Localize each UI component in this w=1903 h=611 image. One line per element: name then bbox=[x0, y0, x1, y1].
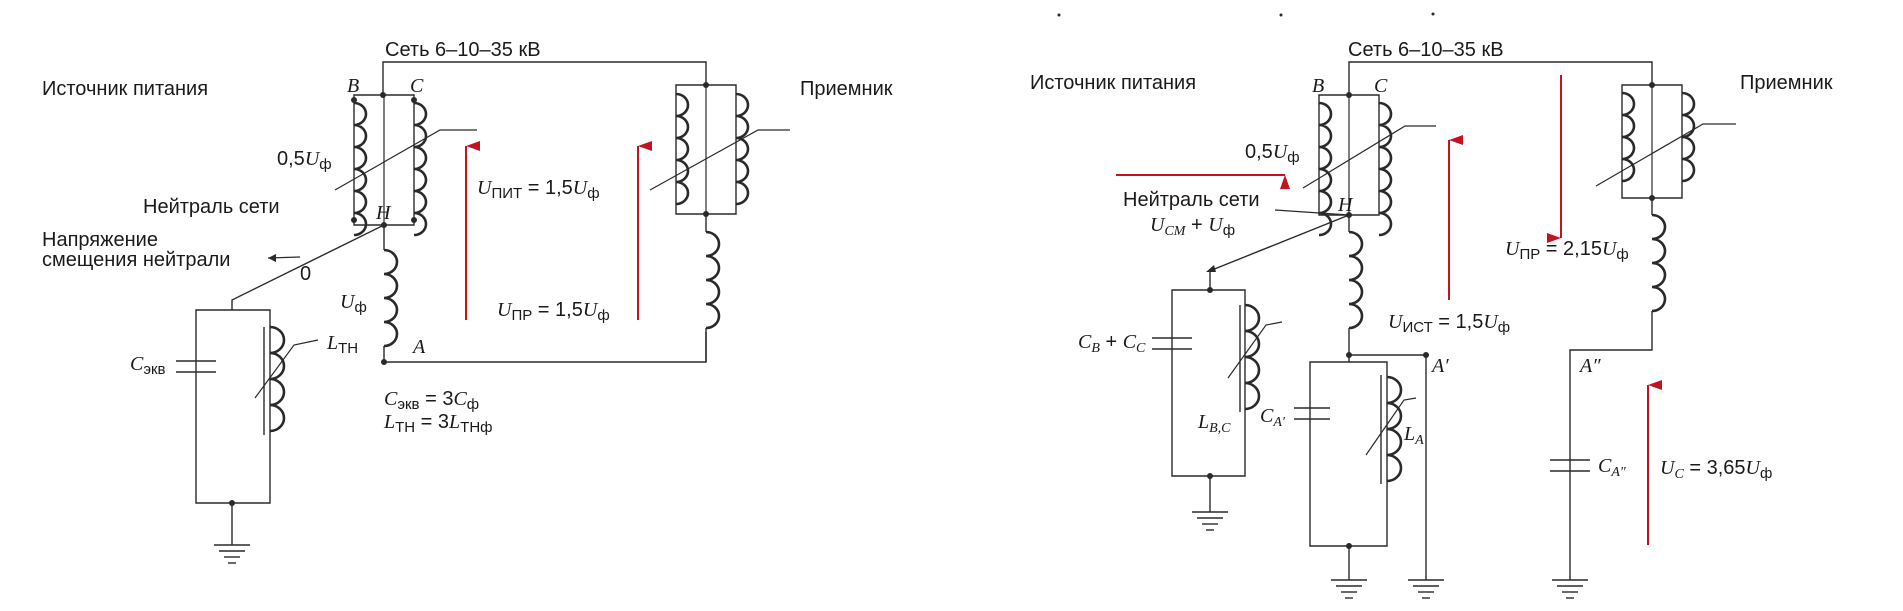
left-receiver-coil-1 bbox=[675, 92, 690, 206]
left-source-frame bbox=[353, 94, 415, 226]
left-neutral-line bbox=[231, 224, 385, 310]
right-receiver-frame bbox=[1621, 84, 1683, 199]
left-l-tn-coil bbox=[269, 325, 286, 433]
right-l-bc-coil bbox=[1244, 303, 1261, 411]
left-formula-2: LТН = 3LТНф bbox=[383, 411, 493, 436]
right-receiver-phase-coil bbox=[1651, 213, 1667, 313]
left-receiver-frame bbox=[675, 84, 737, 215]
left-neutral-h: H bbox=[375, 202, 392, 224]
right-half-uf: 0,5Uф bbox=[1245, 141, 1300, 166]
left-receiver-phase-coil bbox=[705, 230, 721, 330]
right-a-dprime-line bbox=[1569, 311, 1653, 580]
right-neutral-line bbox=[1211, 214, 1350, 271]
left-phase-b: B bbox=[347, 75, 359, 97]
left-l-tn: LТН bbox=[326, 332, 358, 357]
left-equiv-branch bbox=[195, 309, 271, 504]
right-a-dprime: A″ bbox=[1578, 355, 1601, 377]
right-u-ist: UИСТ = 1,5Uф bbox=[1388, 311, 1510, 336]
right-source-coil-c bbox=[1378, 101, 1393, 237]
right-a-prime-branch bbox=[1309, 355, 1388, 547]
right-bc-branch bbox=[1171, 289, 1246, 477]
right-c-a2: CA″ bbox=[1598, 455, 1626, 480]
left-half-uf: 0,5Uф bbox=[277, 148, 332, 173]
left-u-pr: UПР = 1,5Uф bbox=[497, 299, 610, 324]
left-phase-a: A bbox=[411, 336, 426, 358]
left-zero: 0 bbox=[300, 263, 311, 285]
right-neutral-network: Нейтраль сети bbox=[1123, 189, 1260, 211]
left-c-ekv: Cэкв bbox=[130, 353, 166, 378]
right-source-phase-a-coil bbox=[1348, 230, 1364, 330]
left-phase-c: C bbox=[410, 75, 424, 97]
right-source-frame bbox=[1318, 94, 1380, 216]
left-offset-voltage-1: Напряжение bbox=[42, 229, 158, 251]
right-diagram bbox=[1057, 12, 1736, 599]
right-u-pr: UПР = 2,15Uф bbox=[1505, 238, 1629, 263]
left-phase-a-coil bbox=[383, 248, 399, 348]
right-u-c: UC = 3,65Uф bbox=[1660, 457, 1772, 482]
right-receiver-coil-1 bbox=[1621, 91, 1636, 183]
right-network-label: Сеть 6–10–35 кВ bbox=[1348, 39, 1504, 61]
left-receiver-coil-2 bbox=[735, 92, 750, 206]
left-receiver-label: Приемник bbox=[800, 78, 893, 100]
right-a-prime: A′ bbox=[1430, 355, 1449, 377]
left-neutral-network: Нейтраль сети bbox=[143, 196, 280, 218]
left-offset-voltage-2: смещения нейтрали bbox=[42, 249, 230, 271]
right-receiver-coil-2 bbox=[1681, 91, 1696, 183]
left-network-label: Сеть 6–10–35 кВ bbox=[385, 39, 541, 61]
left-source-var-arrow bbox=[334, 129, 477, 191]
right-c-a1: CA′ bbox=[1260, 405, 1286, 430]
right-receiver-label: Приемник bbox=[1740, 72, 1833, 94]
left-network-bus bbox=[382, 61, 707, 95]
left-diagram bbox=[176, 61, 790, 564]
right-l-a: LA bbox=[1403, 423, 1424, 448]
right-phase-b: B bbox=[1312, 75, 1324, 97]
left-formula-1: Cэкв = 3Cф bbox=[384, 388, 479, 413]
right-cb-cc: CB + CC bbox=[1078, 331, 1146, 356]
left-u-pit: UПИТ = 1,5Uф bbox=[477, 177, 600, 202]
right-network-bus bbox=[1348, 61, 1653, 95]
right-l-a-coil bbox=[1386, 375, 1403, 483]
left-uf: Uф bbox=[340, 291, 367, 316]
right-neutral-h: H bbox=[1337, 194, 1354, 216]
right-phase-c: C bbox=[1374, 75, 1388, 97]
left-source-coil-c bbox=[413, 101, 428, 237]
left-source-label: Источник питания bbox=[42, 78, 208, 100]
right-source-label: Источник питания bbox=[1030, 72, 1196, 94]
right-l-bc: LB,C bbox=[1197, 411, 1231, 436]
left-source-coil-b bbox=[353, 101, 368, 237]
left-bottom-bus bbox=[383, 332, 707, 363]
right-ucm-uf: UCM + Uф bbox=[1150, 214, 1235, 239]
